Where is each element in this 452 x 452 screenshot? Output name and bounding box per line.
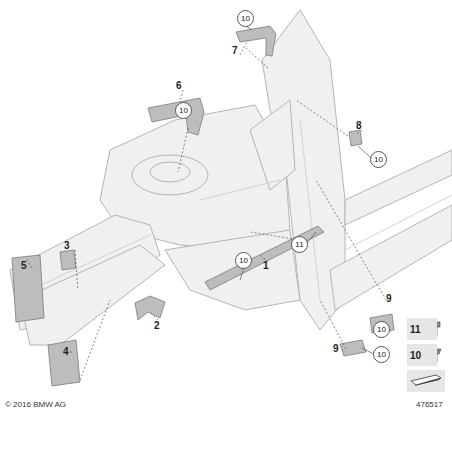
callout-number: 10 <box>374 155 383 164</box>
callout-number: 10 <box>239 256 248 265</box>
legend-cell: 11 <box>407 318 437 340</box>
callout-number: 10 <box>377 350 386 359</box>
callout-circle: 10 <box>370 151 387 168</box>
callout-number: 11 <box>295 240 303 249</box>
callout-number: 11 <box>410 324 421 335</box>
callout-number: 10 <box>410 350 421 361</box>
part-number: 6 <box>176 80 182 91</box>
callout-circle: 10 <box>373 321 390 338</box>
note-text: 476517 <box>416 400 443 409</box>
callout-circle: 10 <box>235 252 252 269</box>
callout-number: 10 <box>377 325 386 334</box>
part-number: 4 <box>63 346 69 357</box>
part-number: 8 <box>356 120 362 131</box>
callout-number: 10 <box>241 14 250 23</box>
legend-cell: 10 <box>407 344 437 366</box>
part-number: 7 <box>232 45 238 56</box>
callout-circle: 11 <box>291 236 308 253</box>
part-number: 3 <box>64 240 70 251</box>
part-number: 2 <box>154 320 160 331</box>
note-text: © 2016 BMW AG <box>5 400 66 409</box>
part-number: 5 <box>21 260 27 271</box>
callout-circle: 10 <box>237 10 254 27</box>
part-number: 9 <box>333 343 339 354</box>
callout-number: 10 <box>179 106 188 115</box>
part-number: 1 <box>263 260 269 271</box>
part-number: 9 <box>386 293 392 304</box>
callout-circle: 10 <box>175 102 192 119</box>
callout-circle: 10 <box>373 346 390 363</box>
